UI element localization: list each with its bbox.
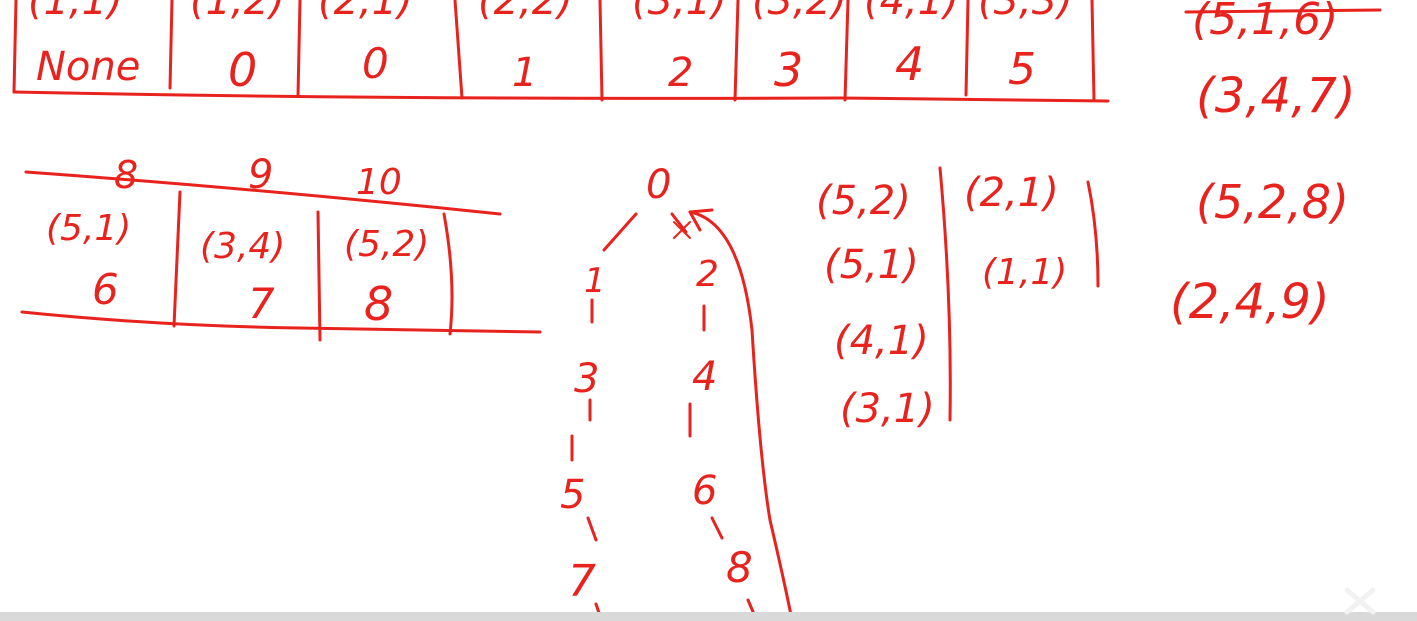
mid-value-cell: 7 [248, 279, 275, 328]
top-table-right-edge [1090, 0, 1096, 102]
top-value-cell: 0 [228, 43, 257, 97]
mid-table-divider [172, 190, 182, 328]
stack-entry: (2,1) [964, 170, 1059, 216]
mid-table-divider [316, 210, 322, 342]
stack-left: (5,2) (5,1) (4,1) (3,1) [816, 166, 952, 432]
top-value-cell: 3 [774, 43, 803, 97]
mid-table-bottom-line [20, 310, 542, 334]
top-table-bottom-line [12, 90, 1110, 103]
top-header-cell: (1,1) [28, 0, 123, 24]
stack-entry: (1,1) [982, 252, 1067, 293]
triple-item: (2,4,9) [1170, 274, 1330, 330]
mid-index-label: 9 [248, 152, 273, 198]
top-value-cell: 2 [668, 50, 693, 96]
top-table-left-edge [12, 0, 18, 94]
close-x-icon[interactable] [1329, 586, 1389, 616]
top-header-cell: (2,1) [318, 0, 413, 24]
path-node: 7 [568, 556, 596, 607]
struck-triple: (5,1,6) [1192, 0, 1338, 45]
top-header-cell: (1,2) [190, 0, 285, 24]
path-edge [586, 516, 598, 542]
mid-header-cell: (3,4) [200, 226, 285, 267]
top-table-divider [733, 0, 740, 102]
top-table-divider [168, 0, 174, 90]
path-node: 3 [574, 356, 599, 402]
mid-index-label: 8 [114, 153, 138, 197]
scroll-bar[interactable] [0, 612, 1417, 621]
top-value-cell: 5 [1008, 44, 1036, 95]
path-node: 0 [646, 162, 671, 208]
return-arc [688, 210, 794, 621]
mid-table-top-line [24, 170, 502, 216]
top-table-divider [296, 0, 302, 98]
top-table-divider [964, 0, 970, 97]
path-node: 1 [584, 261, 606, 301]
mid-header-cell: (5,2) [344, 224, 429, 265]
return-arrowhead [688, 208, 714, 232]
path-edge [602, 212, 638, 252]
top-header-cell: (3,1) [632, 0, 727, 24]
path-edge [710, 516, 724, 540]
top-header-cell: (3,3) [978, 0, 1073, 24]
top-header-cell: (3,2) [752, 0, 847, 24]
stack-entry: (5,2) [816, 178, 911, 224]
top-header-cell: (4,1) [864, 0, 959, 24]
stack-entry: (3,1) [840, 386, 935, 432]
mid-table: 8 9 10 (5,1) (3,4) (5,2) 6 7 8 [20, 152, 542, 342]
top-value-cell: None [36, 44, 140, 90]
top-table-divider [453, 0, 464, 100]
path-edge [746, 598, 756, 616]
path-node: 5 [560, 472, 585, 518]
stack-entry: (5,1) [824, 242, 919, 288]
top-header-cell: (2,2) [478, 0, 573, 24]
top-value-cell: 1 [512, 50, 537, 96]
mid-value-cell: 6 [92, 265, 119, 314]
stack-divider [938, 166, 952, 422]
triples-list: (5,1,6) (3,4,7) (5,2,8) (2,4,9) [1170, 0, 1382, 330]
mid-index-label: 10 [356, 162, 402, 203]
top-table-divider [598, 0, 604, 102]
top-table: (1,1) (1,2) (2,1) (2,2) (3,1) (3,2) (4,1… [12, 0, 1110, 103]
mid-table-divider [442, 212, 454, 336]
top-table-divider [843, 0, 850, 102]
triple-item: (3,4,7) [1196, 68, 1356, 124]
path-node: 2 [696, 254, 719, 295]
path-node: 6 [692, 468, 717, 514]
stack-divider [1086, 180, 1100, 288]
stack-right: (2,1) (1,1) [964, 170, 1100, 293]
path-node: 8 [726, 543, 753, 592]
cursor-icon [673, 221, 691, 239]
strike-through [1184, 8, 1382, 14]
path-diagram: 0 1 2 3 4 5 6 7 8 [560, 162, 794, 621]
top-value-cell: 4 [895, 37, 924, 91]
triple-item: (5,2,8) [1196, 175, 1349, 229]
path-node: 4 [692, 354, 717, 400]
top-value-cell: 0 [362, 39, 389, 88]
stack-entry: (4,1) [834, 318, 929, 364]
mid-value-cell: 8 [364, 277, 393, 331]
mid-header-cell: (5,1) [46, 208, 131, 249]
